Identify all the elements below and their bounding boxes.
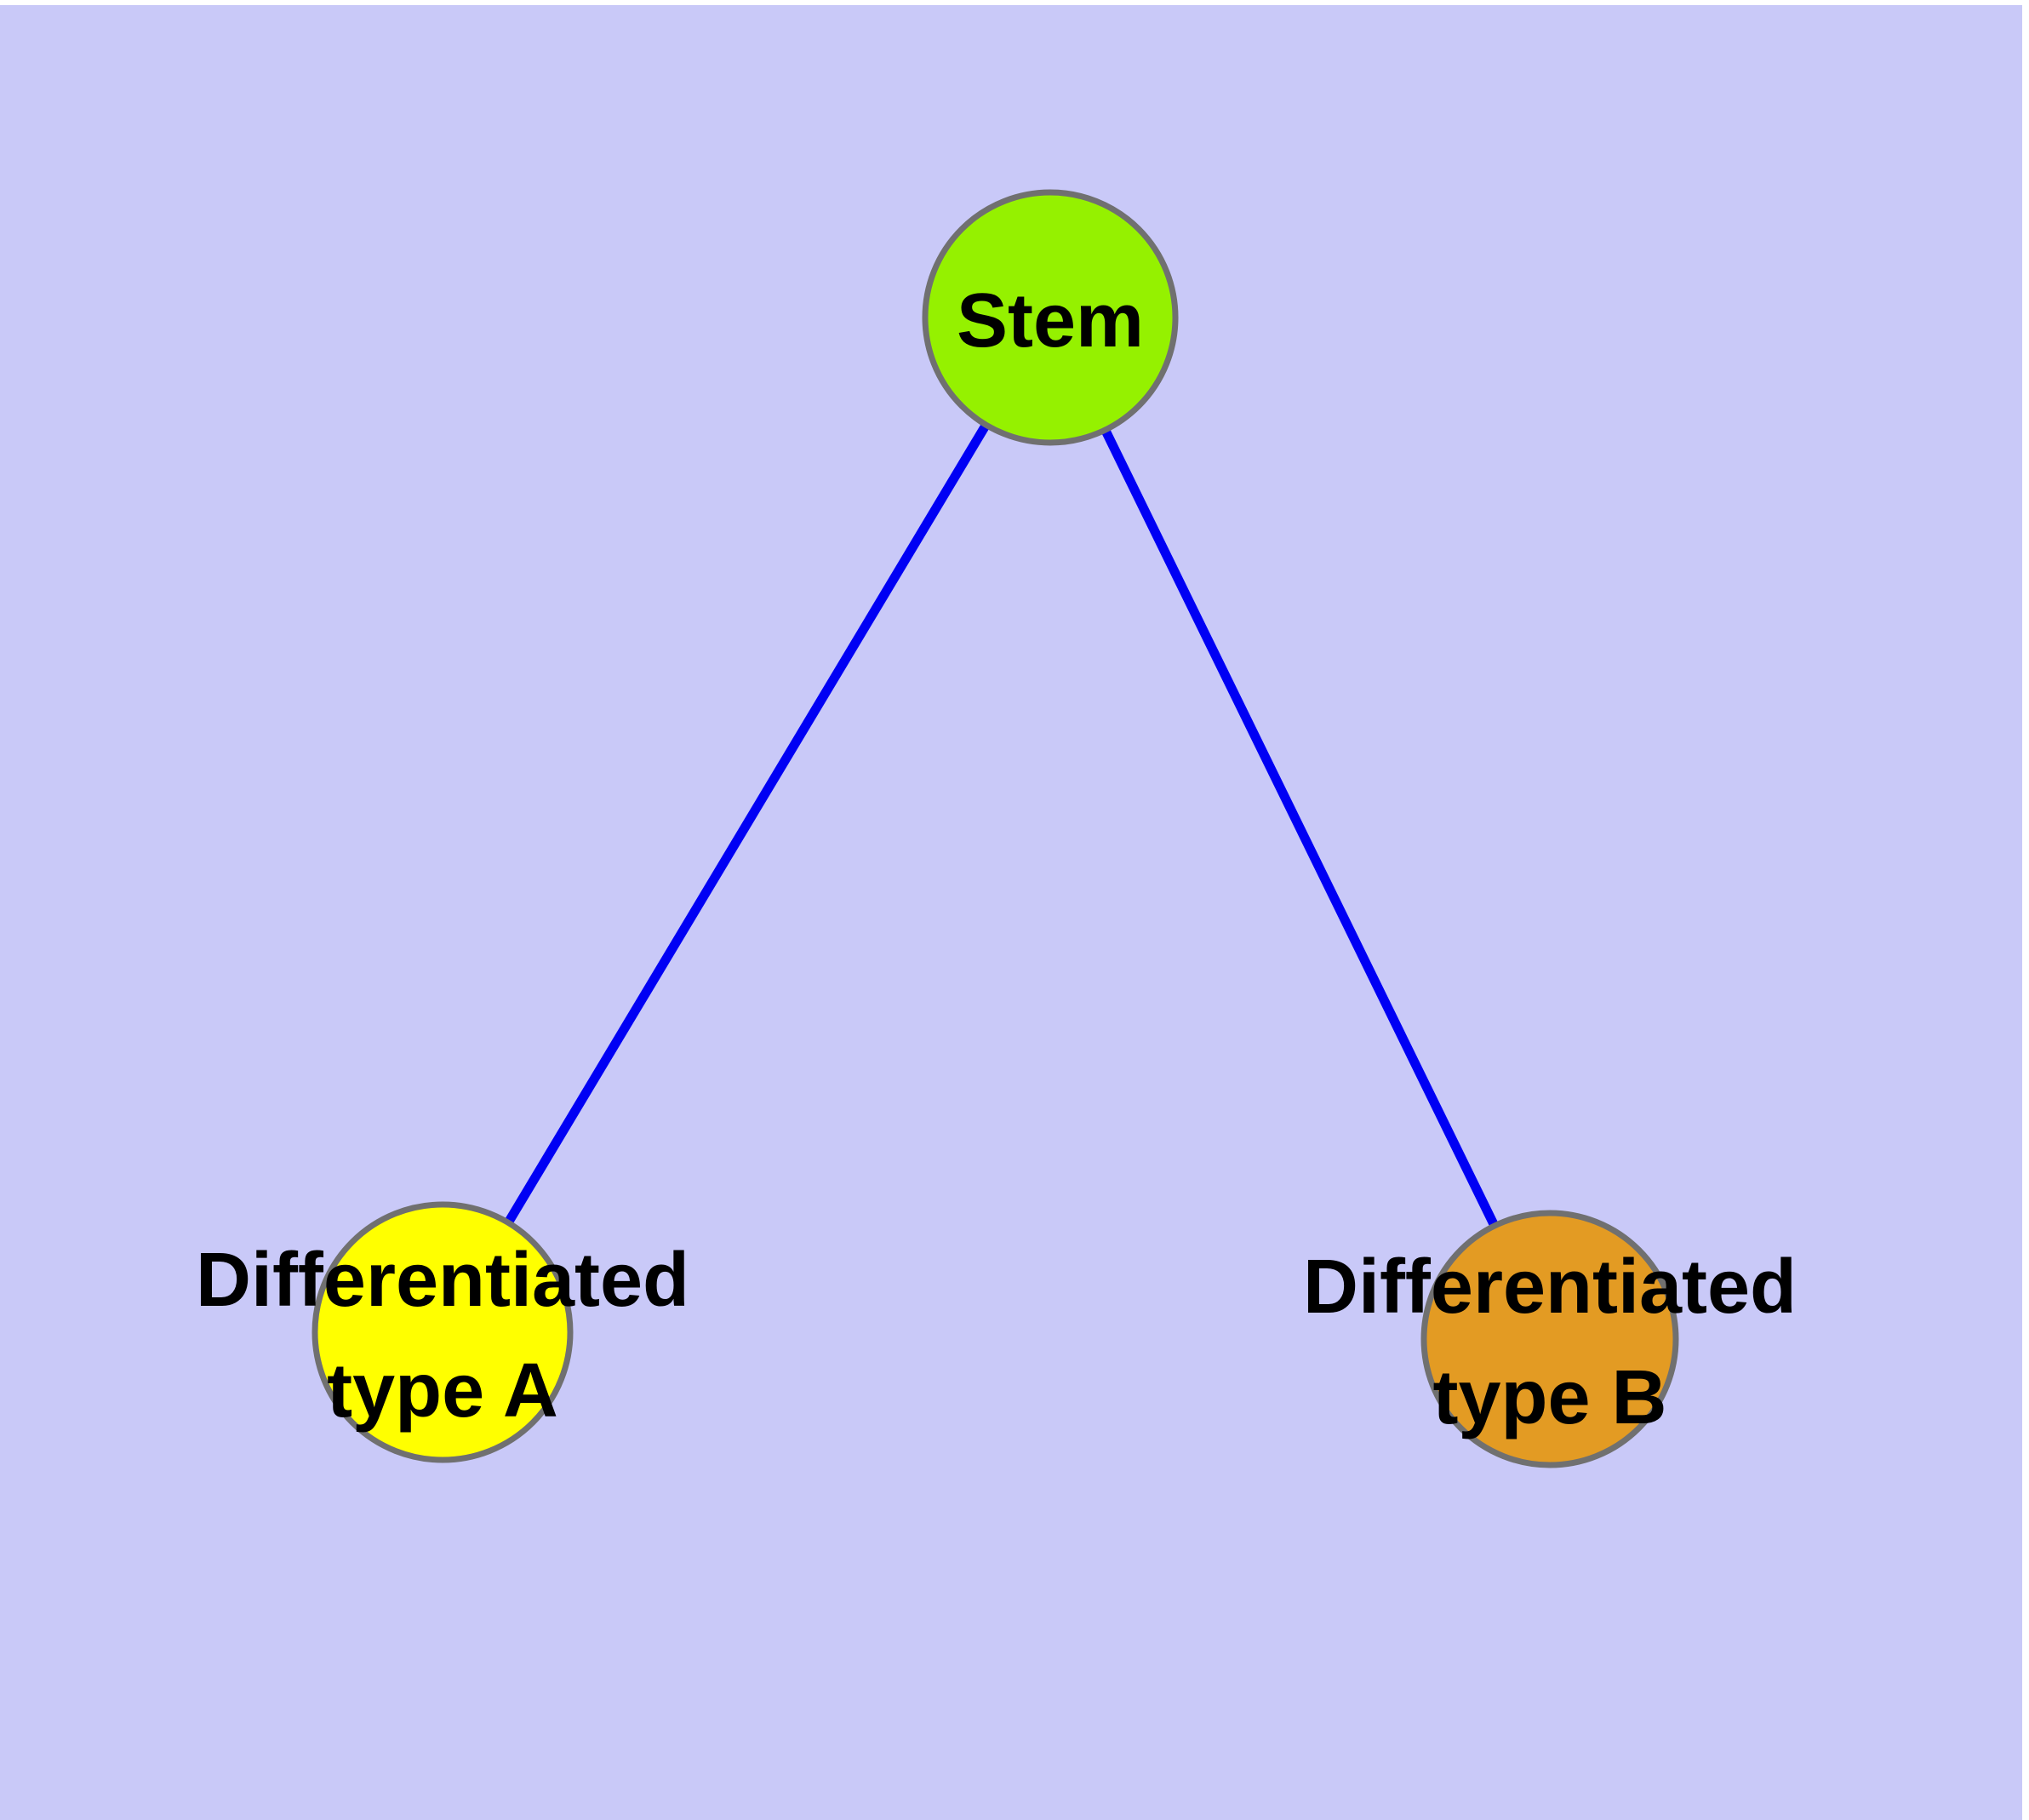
node-label-line: Stem [957, 278, 1144, 363]
node-circle-type-a [311, 1201, 574, 1463]
edge-stem-to-type-a [438, 315, 1055, 1335]
node-label-type-b: Differentiated type B [1303, 1245, 1797, 1440]
edges-layer [438, 315, 1554, 1342]
nodes-layer [311, 189, 1679, 1468]
node-circle-stem [922, 189, 1179, 446]
node-label-line: Differentiated [196, 1238, 689, 1323]
edge-stem-to-type-b [1046, 315, 1554, 1342]
node-label-line: type A [327, 1348, 558, 1434]
node-label-stem: Stem [957, 278, 1144, 363]
node-label-line: type B [1432, 1355, 1666, 1440]
node-circle-type-b [1420, 1210, 1679, 1468]
node-label-type-a: Differentiated type A [196, 1238, 689, 1434]
node-label-line: Differentiated [1303, 1245, 1797, 1330]
